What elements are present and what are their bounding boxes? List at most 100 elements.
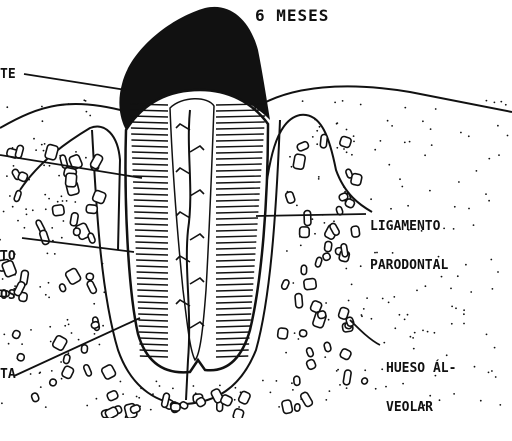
dentin-stripe bbox=[216, 236, 257, 237]
tissue-dot bbox=[333, 220, 335, 222]
tissue-dot bbox=[407, 314, 409, 316]
leader-ta bbox=[14, 318, 140, 376]
dentin-stripe bbox=[216, 248, 256, 249]
dentin-stripe bbox=[140, 350, 168, 351]
tissue-dot bbox=[424, 154, 426, 156]
tissue-dot bbox=[463, 309, 465, 311]
tissue-dot bbox=[8, 343, 10, 345]
dentin-stripe bbox=[216, 122, 265, 123]
bone-trabecula bbox=[39, 230, 50, 246]
bone-trabecula bbox=[304, 210, 311, 225]
dentin-stripe bbox=[216, 140, 263, 141]
tissue-dot bbox=[387, 120, 389, 122]
tissue-dot bbox=[13, 165, 15, 167]
tissue-dot bbox=[336, 147, 338, 149]
tissue-dot bbox=[422, 120, 424, 122]
dentin-stripe bbox=[216, 230, 257, 231]
tissue-dot bbox=[488, 200, 490, 202]
dentin-stripe bbox=[135, 230, 168, 231]
bone-trabecula bbox=[317, 310, 326, 319]
bone-trabecula bbox=[49, 378, 57, 386]
dentin-stripe bbox=[216, 212, 258, 213]
label-left-bottom: TA bbox=[0, 368, 16, 381]
bone-trabecula bbox=[171, 403, 181, 411]
tissue-dot bbox=[500, 101, 502, 103]
tissue-dot bbox=[454, 206, 456, 208]
tissue-dot bbox=[6, 106, 8, 108]
tissue-dot bbox=[17, 220, 19, 222]
tissue-dot bbox=[346, 387, 348, 389]
tissue-dot bbox=[120, 381, 122, 383]
tissue-dot bbox=[318, 176, 320, 178]
tissue-dot bbox=[480, 400, 482, 402]
tissue-dot bbox=[122, 393, 124, 395]
tissue-dot bbox=[505, 104, 507, 106]
dentin-stripe bbox=[134, 206, 168, 207]
tissue-dot bbox=[498, 154, 500, 156]
tissue-dot bbox=[485, 193, 487, 195]
tissue-dot bbox=[47, 253, 49, 255]
bone-trabecula bbox=[299, 329, 307, 337]
dentin-stripe bbox=[216, 356, 248, 357]
dentin-stripe bbox=[216, 332, 250, 333]
tissue-dot bbox=[61, 378, 63, 380]
bone-trabecula bbox=[300, 391, 314, 407]
tissue-dot bbox=[68, 324, 70, 326]
dentin-stripe bbox=[138, 308, 168, 309]
tissue-dot bbox=[1, 402, 3, 404]
bone-trabecula bbox=[61, 365, 75, 379]
dentin-stripe bbox=[216, 338, 250, 339]
bone-trabecula bbox=[81, 345, 88, 354]
tissue-dot bbox=[54, 253, 56, 255]
bone-trabecula bbox=[87, 232, 96, 243]
dentin-stripe bbox=[216, 260, 255, 261]
tissue-dot bbox=[457, 275, 459, 277]
tissue-dot bbox=[96, 398, 98, 400]
bone-trabecula bbox=[293, 154, 306, 170]
dentin-stripe bbox=[132, 164, 168, 165]
tissue-dot bbox=[465, 264, 467, 266]
bone-trabecula bbox=[285, 191, 296, 204]
bone-trabecula bbox=[106, 390, 119, 402]
tissue-dot bbox=[219, 385, 221, 387]
tissue-dot bbox=[450, 288, 452, 290]
tissue-dot bbox=[75, 151, 77, 153]
tissue-dot bbox=[329, 390, 331, 392]
bone-trabecula bbox=[339, 348, 352, 361]
tissue-dot bbox=[361, 314, 363, 316]
tissue-dot bbox=[404, 142, 406, 144]
tissue-dot bbox=[507, 135, 509, 137]
tissue-dot bbox=[58, 175, 60, 177]
tissue-dot bbox=[285, 352, 287, 354]
label-left-top: TE bbox=[0, 68, 16, 81]
tissue-dot bbox=[470, 291, 472, 293]
tissue-dot bbox=[12, 206, 14, 208]
bone-trabecula bbox=[31, 392, 40, 402]
tissue-dot bbox=[51, 370, 53, 372]
bone-trabecula bbox=[92, 190, 107, 205]
dentin-stripe bbox=[136, 266, 168, 267]
tissue-dot bbox=[44, 143, 46, 145]
bone-trabecula bbox=[101, 364, 117, 380]
bone-trabecula bbox=[306, 359, 317, 371]
label-left-mid-line1: TO bbox=[0, 250, 31, 263]
bone-trabecula bbox=[59, 283, 67, 292]
tissue-dot bbox=[488, 158, 490, 160]
tissue-dot bbox=[30, 329, 32, 331]
tissue-dot bbox=[61, 237, 63, 239]
dentin-stripe bbox=[136, 254, 168, 255]
tissue-dot bbox=[499, 404, 501, 406]
dentin-stripe bbox=[131, 128, 168, 129]
bone-trabecula bbox=[324, 241, 332, 252]
label-left-mid-line2: OS bbox=[0, 289, 31, 302]
dentin-stripe bbox=[131, 134, 168, 135]
tissue-dot bbox=[474, 366, 476, 368]
tissue-dot bbox=[67, 319, 69, 321]
tissue-dot bbox=[337, 369, 339, 371]
tissue-dot bbox=[473, 224, 475, 226]
tissue-dot bbox=[86, 405, 88, 407]
tissue-dot bbox=[491, 370, 493, 372]
dentin-stripe bbox=[216, 170, 261, 171]
bone-trabecula bbox=[13, 190, 21, 202]
dentin-stripe bbox=[216, 266, 255, 267]
